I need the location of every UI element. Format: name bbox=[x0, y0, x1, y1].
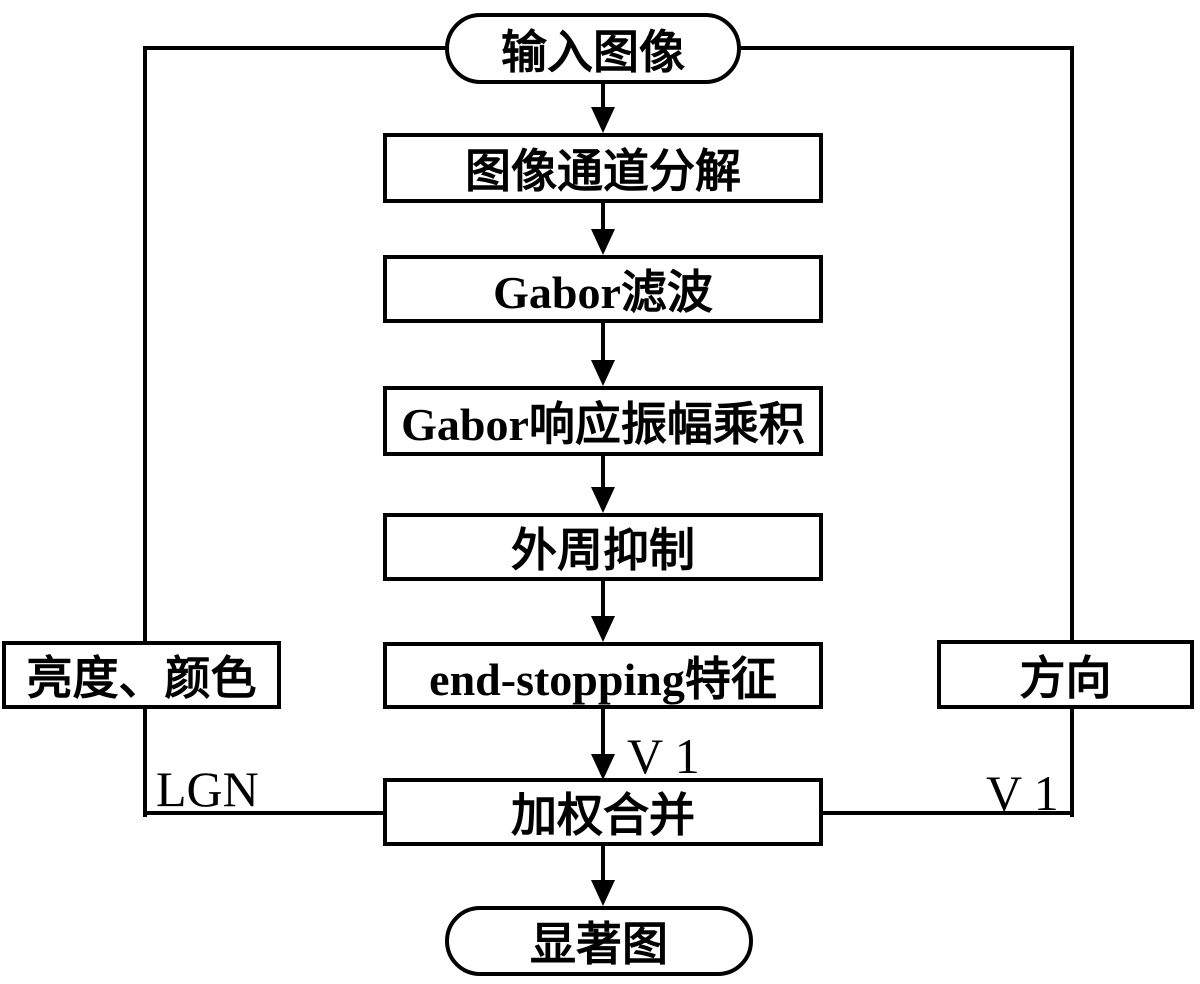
arrowhead-gabor-to-product bbox=[591, 360, 615, 386]
node-channel-decomposition: 图像通道分解 bbox=[383, 133, 823, 203]
node-saliency-map: 显著图 bbox=[445, 906, 753, 976]
node-end-stopping-feature-label: end-stopping特征 bbox=[429, 653, 777, 705]
node-orientation-label: 方向 bbox=[1019, 652, 1112, 704]
arrowhead-product-to-suppression bbox=[591, 487, 615, 513]
arrowhead-input-to-decomposition bbox=[591, 107, 615, 133]
edge-label-v1-right: V 1 bbox=[986, 765, 1059, 821]
node-gabor-filter-label: Gabor滤波 bbox=[493, 267, 713, 318]
node-surround-suppression: 外周抑制 bbox=[383, 513, 823, 581]
arrow-input-to-decomposition bbox=[601, 83, 605, 109]
connector-right-bottom-horizontal bbox=[823, 811, 1074, 815]
node-saliency-map-label: 显著图 bbox=[530, 919, 668, 970]
arrow-suppression-to-endstopping bbox=[601, 581, 605, 618]
node-luminance-color: 亮度、颜色 bbox=[2, 641, 281, 709]
arrow-decomposition-to-gabor bbox=[601, 202, 605, 231]
node-luminance-color-label: 亮度、颜色 bbox=[26, 653, 257, 704]
connector-left-vertical bbox=[143, 46, 147, 817]
connector-right-vertical bbox=[1070, 46, 1074, 817]
node-input-image-label: 输入图像 bbox=[501, 26, 685, 78]
node-gabor-amplitude-product-label: Gabor响应振幅乘积 bbox=[401, 399, 805, 450]
edge-label-v1-center: V 1 bbox=[627, 728, 700, 784]
arrowhead-suppression-to-endstopping bbox=[591, 616, 615, 642]
node-gabor-filter: Gabor滤波 bbox=[383, 255, 823, 323]
arrow-product-to-suppression bbox=[601, 455, 605, 489]
node-gabor-amplitude-product: Gabor响应振幅乘积 bbox=[383, 386, 823, 456]
edge-label-lgn: LGN bbox=[156, 761, 259, 817]
node-weighted-combination-label: 加权合并 bbox=[511, 790, 695, 841]
arrow-endstopping-to-merge bbox=[601, 708, 605, 756]
arrow-gabor-to-product bbox=[601, 322, 605, 362]
node-orientation: 方向 bbox=[937, 640, 1194, 709]
connector-left-top-horizontal bbox=[145, 46, 447, 50]
connector-right-top-horizontal bbox=[738, 46, 1072, 50]
node-surround-suppression-label: 外周抑制 bbox=[511, 525, 695, 576]
arrowhead-merge-to-saliency bbox=[591, 880, 615, 906]
connector-left-bottom-horizontal bbox=[145, 811, 385, 815]
arrowhead-decomposition-to-gabor bbox=[591, 229, 615, 255]
arrow-merge-to-saliency bbox=[601, 846, 605, 882]
node-input-image: 输入图像 bbox=[445, 13, 741, 84]
node-end-stopping-feature: end-stopping特征 bbox=[383, 642, 823, 709]
node-weighted-combination: 加权合并 bbox=[383, 778, 823, 846]
arrowhead-endstopping-to-merge bbox=[591, 754, 615, 780]
node-channel-decomposition-label: 图像通道分解 bbox=[465, 146, 741, 197]
